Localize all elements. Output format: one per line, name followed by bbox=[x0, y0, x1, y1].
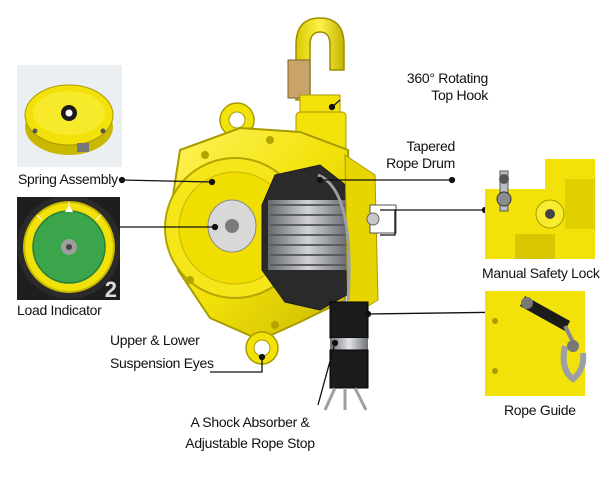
gauge-icon bbox=[17, 197, 120, 299]
label-shock-absorber-line1: A Shock Absorber & bbox=[190, 414, 310, 430]
label-top-hook-line1: 360° Rotating bbox=[406, 70, 488, 86]
rope-guide-inset bbox=[485, 291, 595, 396]
shock-absorber bbox=[323, 301, 369, 411]
label-manual-safety-lock: Manual Safety Lock bbox=[482, 265, 600, 281]
label-shock-absorber-line2: Adjustable Rope Stop bbox=[185, 435, 315, 451]
drum-cutaway bbox=[207, 164, 353, 311]
indicator-digit: 2 bbox=[104, 277, 117, 300]
label-top-hook-line2: Top Hook bbox=[431, 87, 488, 103]
load-indicator-inset: 2 bbox=[17, 197, 120, 300]
label-rope-drum: Tapered Rope Drum bbox=[355, 138, 455, 172]
label-top-hook: 360° Rotating Top Hook bbox=[368, 70, 488, 104]
label-load-indicator: Load Indicator bbox=[17, 302, 102, 318]
label-suspension-eyes-line2: Suspension Eyes bbox=[110, 355, 214, 371]
label-suspension-eyes: Upper & Lower Suspension Eyes bbox=[110, 332, 214, 372]
top-hook-icon bbox=[287, 17, 347, 153]
spring-assembly-inset bbox=[17, 65, 122, 167]
label-spring-assembly: Spring Assembly bbox=[18, 171, 118, 187]
label-rope-drum-line2: Rope Drum bbox=[386, 155, 455, 171]
label-shock-absorber: A Shock Absorber & Adjustable Rope Stop bbox=[170, 414, 330, 452]
pulley-icon bbox=[485, 291, 595, 396]
lower-suspension-eye bbox=[245, 331, 279, 365]
spring-icon bbox=[24, 84, 114, 155]
label-suspension-eyes-line1: Upper & Lower bbox=[110, 332, 200, 348]
lock-icon bbox=[485, 159, 595, 259]
safety-lock-inset bbox=[485, 159, 595, 259]
label-rope-drum-line1: Tapered bbox=[406, 138, 456, 154]
label-rope-guide: Rope Guide bbox=[504, 402, 576, 418]
